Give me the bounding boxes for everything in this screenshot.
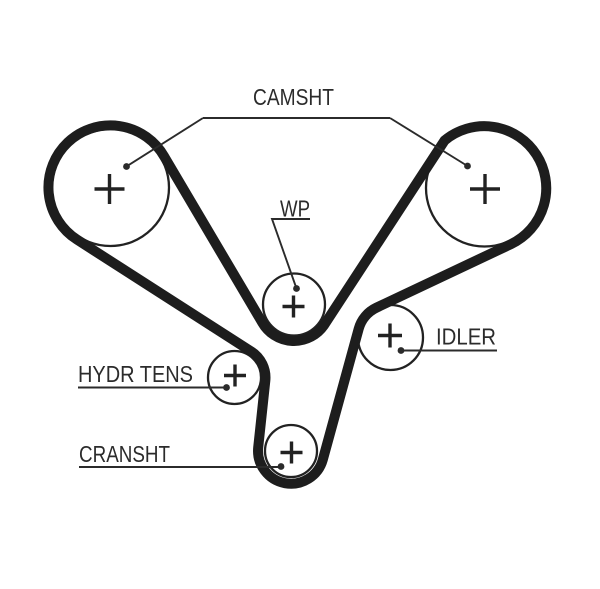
tensioner-label: HYDR TENS bbox=[78, 361, 193, 387]
idler-center-cross-icon bbox=[378, 323, 402, 348]
crankshaft-label: CRANSHT bbox=[79, 441, 170, 467]
timing-belt-path bbox=[43, 120, 552, 489]
idler-leader-dot bbox=[397, 347, 405, 354]
idler-label: IDLER bbox=[436, 324, 496, 350]
camshaft-label: CAMSHT bbox=[253, 84, 334, 110]
water-pump-center-cross-icon bbox=[282, 295, 305, 318]
tensioner-center-cross-icon bbox=[224, 364, 246, 387]
camshaft-right-leader-dot bbox=[464, 162, 471, 170]
crankshaft-center-cross-icon bbox=[280, 441, 303, 464]
crankshaft-leader-dot bbox=[277, 463, 285, 470]
tensioner-leader-dot bbox=[223, 384, 230, 391]
water-pump-pulley bbox=[261, 272, 327, 337]
water-pump-leader-line bbox=[270, 218, 310, 289]
crankshaft-pulley bbox=[263, 423, 319, 479]
camshaft-right-center-cross-icon bbox=[470, 174, 500, 204]
water-pump-leader-dot bbox=[293, 285, 300, 292]
water-pump-label: WP bbox=[280, 196, 310, 222]
camshaft-left-center-cross-icon bbox=[94, 174, 125, 204]
camshaft-leader-line bbox=[125, 117, 469, 168]
camshaft-left-leader-dot bbox=[123, 163, 130, 170]
